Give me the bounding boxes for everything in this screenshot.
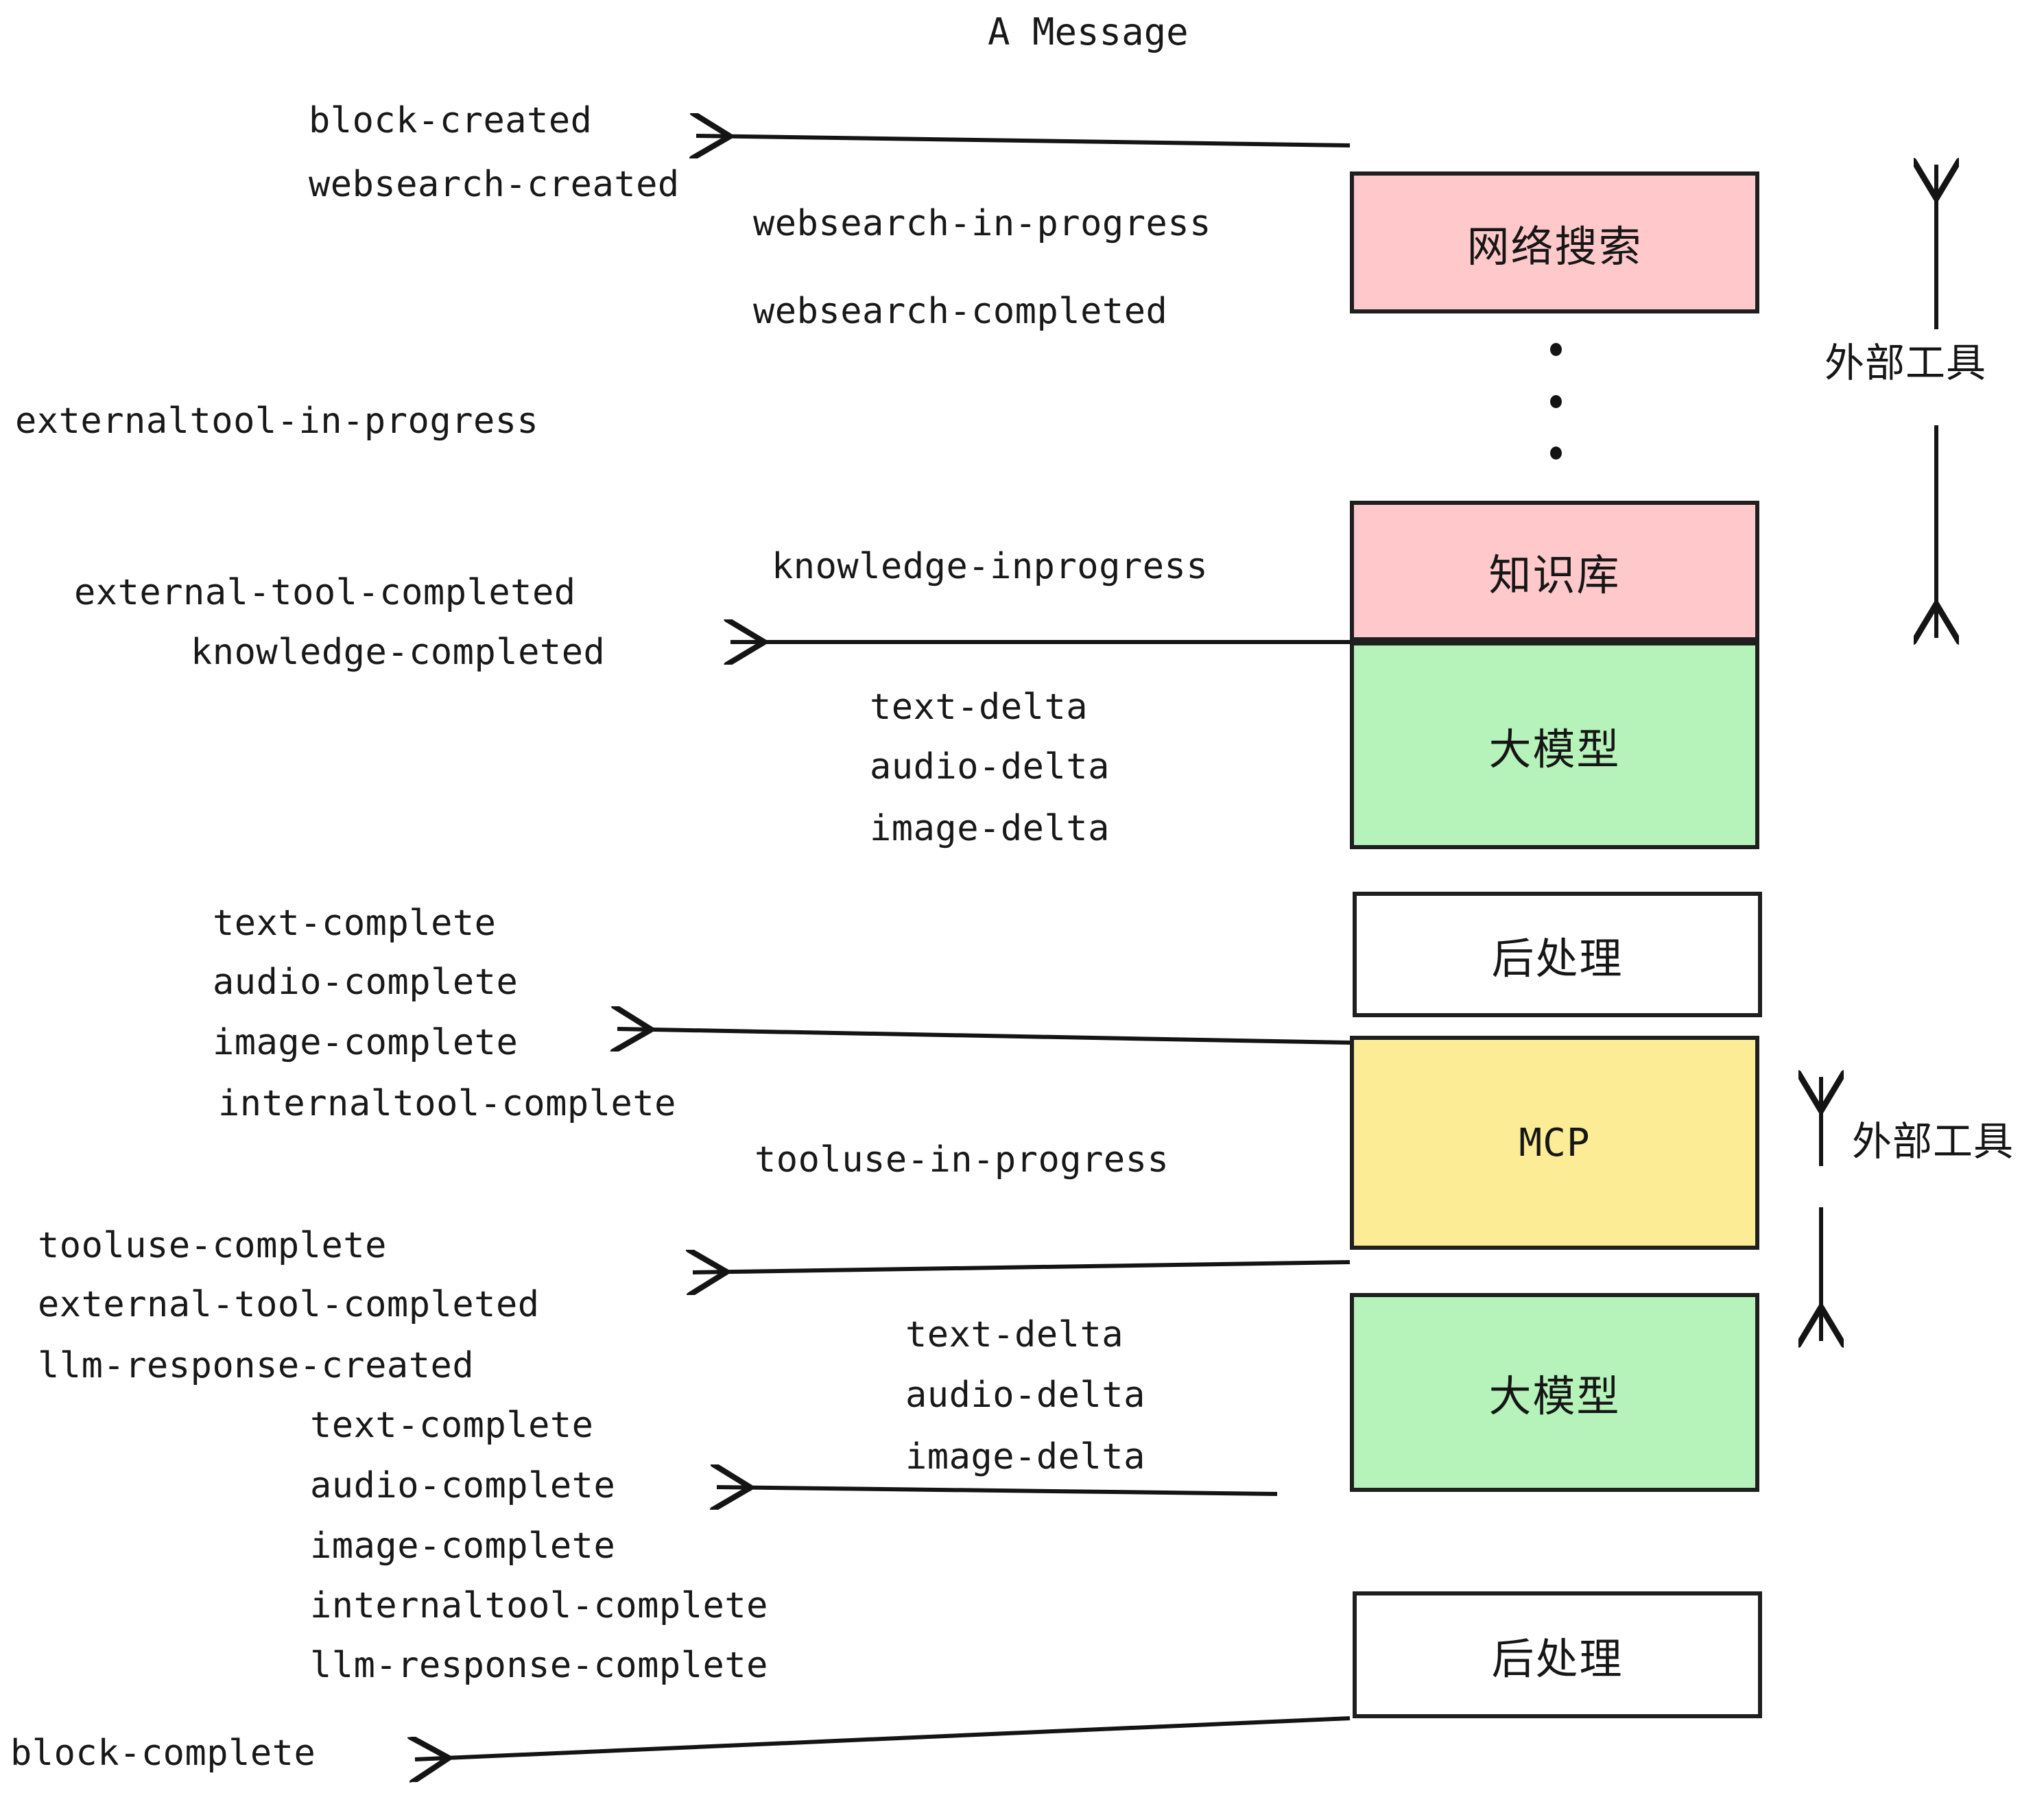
event-knowledge-inprogress: knowledge-inprogress [772,546,1209,587]
event-llm-response-created: llm-response-created [38,1345,475,1386]
node-postprocess-2[interactable]: 后处理 [1353,1591,1762,1718]
node-websearch[interactable]: 网络搜索 [1350,171,1759,313]
event-tooluse-complete: tooluse-complete [38,1225,387,1266]
event-audio-delta-1: audio-delta [870,746,1110,787]
event-text-complete-2: text-complete [310,1405,594,1446]
node-postprocess-1-label: 后处理 [1491,933,1624,984]
event-internaltool-complete-2: internaltool-complete [310,1585,768,1626]
node-knowledge-label: 知识库 [1488,549,1621,600]
event-externaltool-in-progress: externaltool-in-progress [15,401,539,442]
group-label-external-tools-bottom: 外部工具 [1852,1118,2015,1165]
event-llm-response-complete: llm-response-complete [310,1645,768,1686]
event-audio-complete-1: audio-complete [213,962,519,1003]
event-knowledge-completed: knowledge-completed [191,632,606,673]
event-block-created: block-created [309,100,593,141]
event-websearch-in-progress: websearch-in-progress [753,203,1211,244]
ellipsis-dot-1 [1549,343,1562,356]
event-audio-delta-2: audio-delta [905,1375,1145,1416]
vertical-ellipsis-icon [1549,343,1562,460]
ellipsis-dot-2 [1549,394,1562,408]
node-postprocess-2-label: 后处理 [1491,1633,1624,1684]
group-label-external-tools-top: 外部工具 [1825,340,1987,386]
arrow-postprocess2-to-block-complete [415,1716,1351,1759]
node-postprocess-1[interactable]: 后处理 [1353,892,1762,1017]
node-llm-1-label: 大模型 [1488,724,1621,774]
ellipsis-dot-3 [1549,447,1562,460]
node-llm-1[interactable]: 大模型 [1350,641,1759,849]
node-knowledge[interactable]: 知识库 [1350,501,1759,641]
node-llm-2[interactable]: 大模型 [1350,1293,1759,1492]
event-external-tool-completed-2: external-tool-completed [38,1284,540,1325]
event-block-complete: block-complete [10,1733,316,1774]
event-image-delta-2: image-delta [905,1436,1145,1477]
event-websearch-created: websearch-created [309,164,680,205]
event-websearch-completed: websearch-completed [753,291,1168,332]
event-audio-complete-2: audio-complete [310,1465,616,1506]
node-mcp-label: MCP [1519,1120,1591,1165]
event-text-complete-1: text-complete [213,903,497,944]
arrow-websearch-to-block-created [696,136,1351,145]
event-image-complete-2: image-complete [310,1526,616,1567]
event-image-complete-1: image-complete [213,1022,519,1063]
node-llm-2-label: 大模型 [1488,1371,1621,1421]
diagram-title: A Message [988,10,1189,54]
event-external-tool-completed-1: external-tool-completed [74,572,576,613]
node-mcp[interactable]: MCP [1350,1036,1759,1250]
arrow-llm2-to-audio-complete [717,1487,1278,1494]
event-tooluse-in-progress: tooluse-in-progress [754,1139,1169,1180]
arrow-postprocess-to-image-complete [617,1029,1351,1043]
event-internaltool-complete-1: internaltool-complete [218,1083,676,1124]
node-websearch-label: 网络搜索 [1466,221,1643,272]
arrow-mcp-to-tooluse-complete [693,1262,1351,1272]
event-image-delta-1: image-delta [870,808,1110,849]
event-text-delta-1: text-delta [870,687,1089,728]
event-text-delta-2: text-delta [905,1314,1124,1355]
